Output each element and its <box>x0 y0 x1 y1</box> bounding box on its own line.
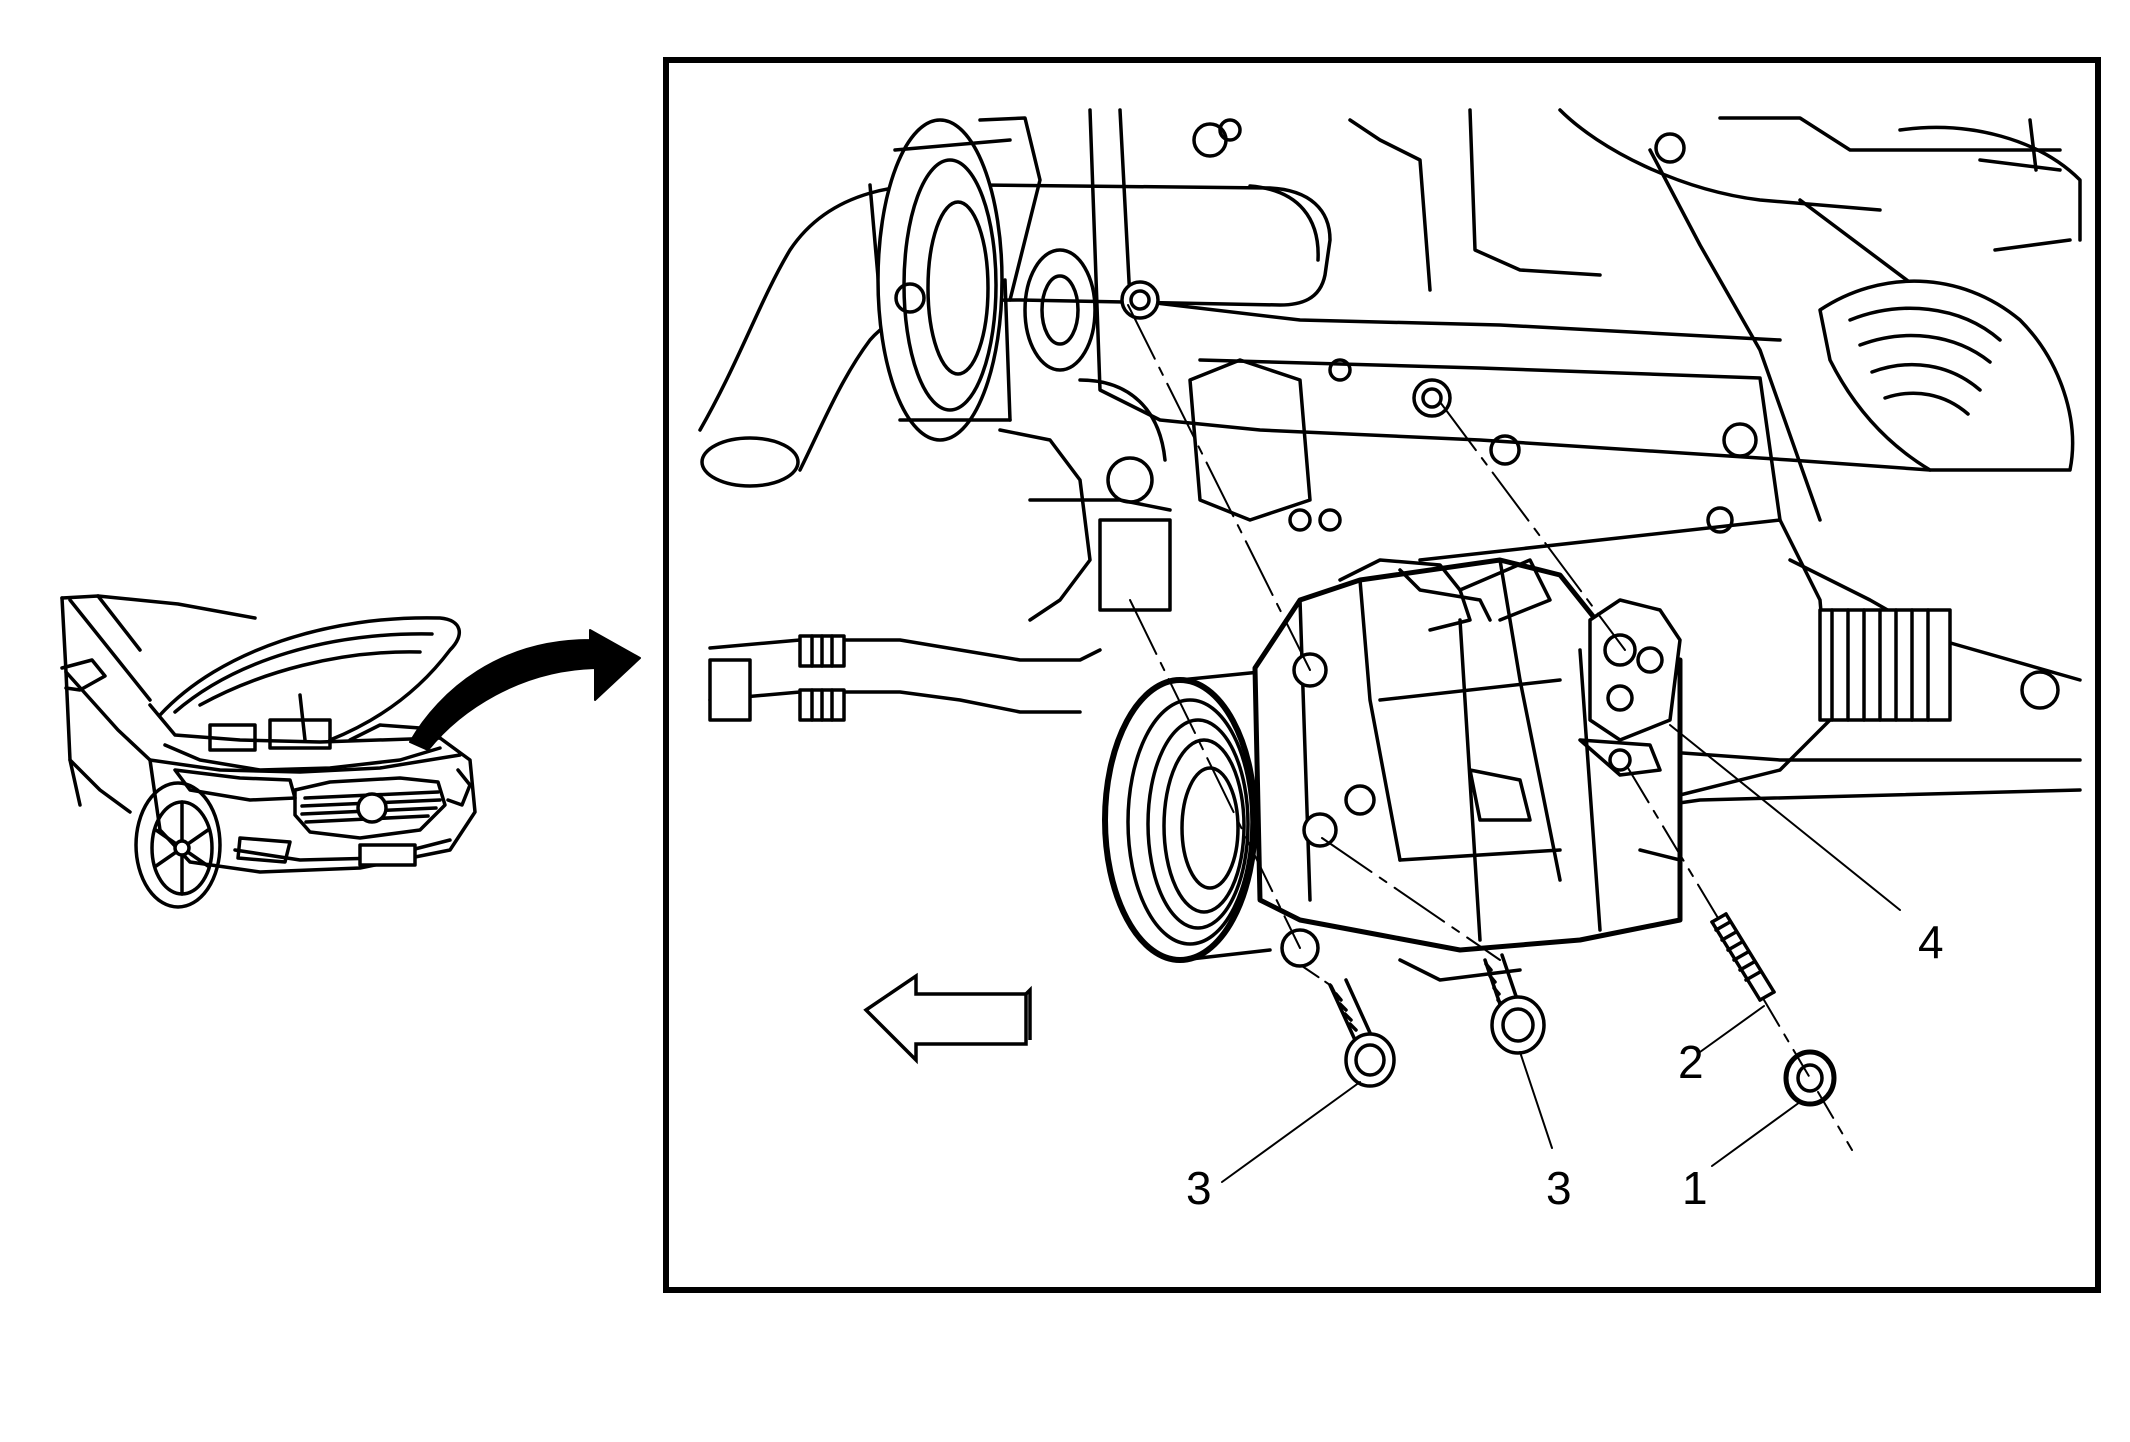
callout-label-4: 4 <box>1918 916 1944 968</box>
engine-detail-illustration <box>698 108 2082 1151</box>
callout-leaders <box>1221 724 1901 1183</box>
callout-label-3-left: 3 <box>1186 1162 1212 1214</box>
ac-compressor <box>1102 557 1683 982</box>
bolt-3-left <box>1328 978 1396 1088</box>
callout-label-1: 1 <box>1682 1162 1708 1214</box>
detail-view-frame <box>663 57 2101 1293</box>
callout-label-3-right: 3 <box>1546 1162 1572 1214</box>
nut-1 <box>1783 1049 1837 1107</box>
bolt-3-right <box>1483 953 1546 1055</box>
curved-arrow-icon <box>409 629 641 751</box>
vehicle-hood-open-icon <box>60 594 477 909</box>
stud-2 <box>1710 912 1776 1002</box>
front-direction-arrow-icon <box>863 972 1032 1065</box>
callout-label-2: 2 <box>1678 1036 1704 1088</box>
